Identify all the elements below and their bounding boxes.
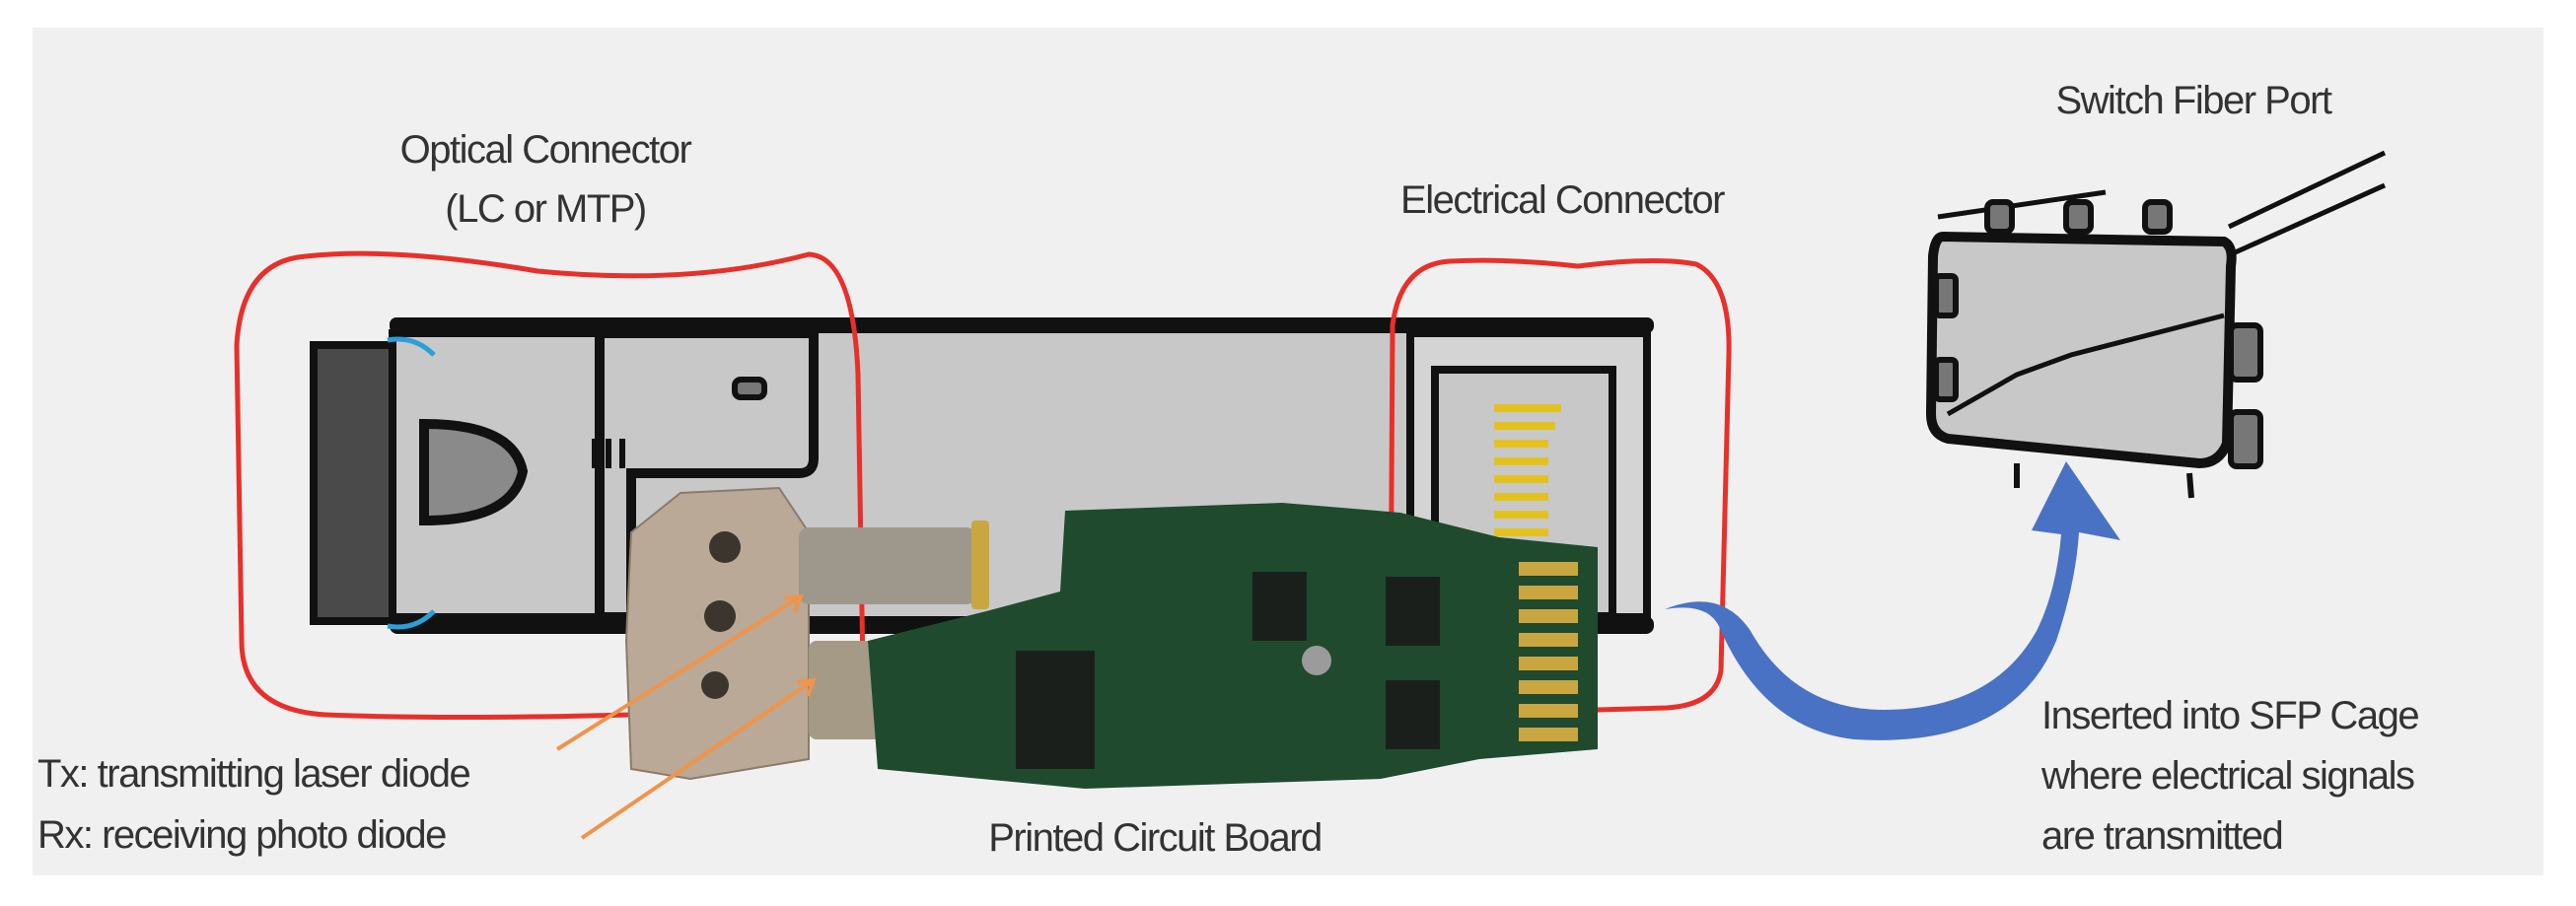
sfp-module-drawing	[310, 317, 1654, 634]
cage-pin	[2186, 472, 2194, 499]
inserted-label-line3: are transmitted	[2041, 814, 2284, 858]
insert-arrow	[1665, 461, 2120, 740]
rosa-barrel	[809, 641, 883, 739]
cage-rail-top	[1937, 189, 2107, 220]
clip-bottom	[387, 609, 436, 630]
inserted-label-line2: where electrical signals	[2041, 754, 2415, 798]
pcb-chips	[1016, 572, 1440, 769]
tosa-flange	[971, 521, 989, 609]
tx-leader-line	[555, 594, 803, 751]
optical-port-block	[624, 486, 810, 781]
tx-label: Tx: transmitting laser diode	[37, 752, 471, 796]
cage-rail-right-1	[2227, 150, 2387, 230]
port-hole	[704, 600, 736, 632]
switch-fiber-port-label: Switch Fiber Port	[2055, 79, 2332, 122]
tosa-barrel	[799, 527, 976, 604]
optical-connector-label: Optical Connector	[399, 128, 692, 172]
electrical-connector-highlight	[1388, 257, 1732, 713]
port-hole	[709, 531, 741, 563]
pcb-label: Printed Circuit Board	[988, 816, 1323, 860]
pcb-gold-fingers	[1519, 562, 1578, 741]
cage-rail-right-2	[2229, 182, 2387, 257]
edge-contacts-drawing	[1494, 404, 1561, 536]
latch-slot	[732, 377, 767, 400]
rx-leader-arrowhead	[796, 677, 818, 697]
pcb-crystal	[1302, 646, 1331, 675]
tx-leader-arrowhead	[783, 593, 805, 613]
optical-lens	[419, 418, 529, 526]
latch-cover	[595, 328, 819, 622]
cage-diagonal-detail	[1946, 313, 2225, 417]
cage-top-tabs	[1984, 199, 2173, 235]
cage-side-tabs	[1933, 273, 2263, 469]
electrical-connector-label: Electrical Connector	[1400, 178, 1725, 222]
rx-leader-line	[580, 678, 816, 840]
port-hole	[701, 671, 729, 699]
optical-connector-type-label: (LC or MTP)	[445, 187, 647, 231]
latch-teeth	[592, 439, 625, 468]
rx-label: Rx: receiving photo diode	[37, 813, 447, 857]
pcb-photo	[624, 486, 1598, 789]
inserted-label-line1: Inserted into SFP Cage	[2041, 694, 2420, 737]
clip-top	[387, 336, 436, 357]
front-bezel	[310, 341, 396, 625]
sfp-cage-drawing	[1925, 150, 2387, 499]
